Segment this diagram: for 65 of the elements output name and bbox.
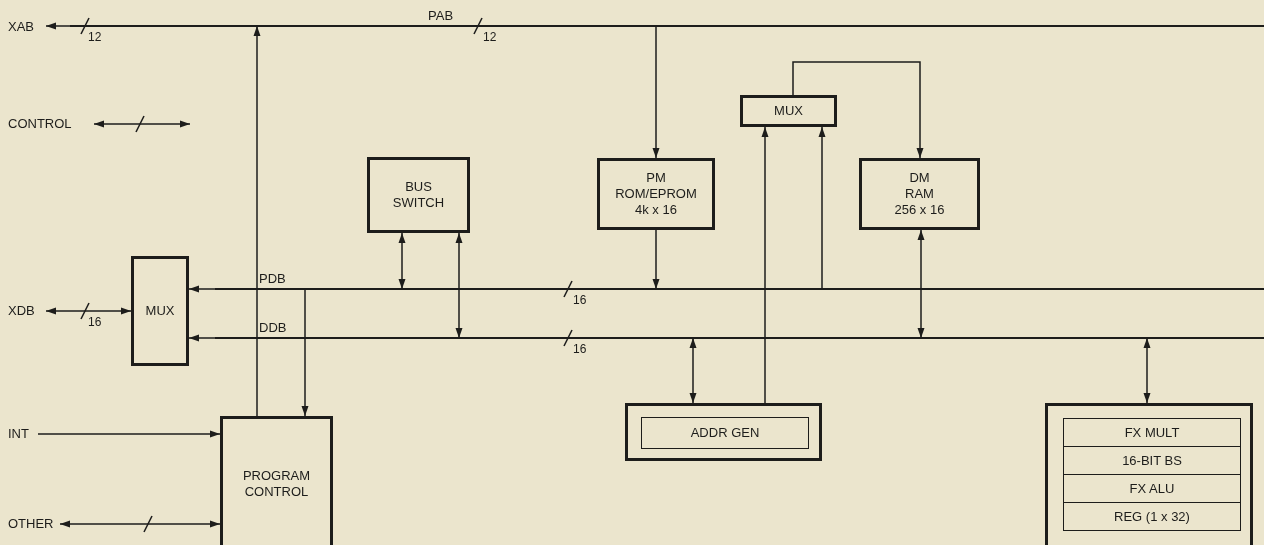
box-label: PROGRAM bbox=[242, 467, 311, 484]
arrow bbox=[689, 337, 697, 404]
block-box bbox=[597, 158, 715, 230]
arrow bbox=[188, 334, 216, 342]
box-label: FX MULT bbox=[1124, 424, 1180, 441]
bus-width-label: 12 bbox=[88, 30, 102, 44]
box-label: MUX bbox=[145, 303, 175, 319]
bus-label: PAB bbox=[428, 9, 454, 23]
box-label: ADDR GEN bbox=[690, 425, 760, 441]
bus-width-label: 12 bbox=[483, 30, 497, 44]
arrow bbox=[455, 232, 463, 339]
arrow bbox=[253, 25, 261, 417]
unit-row bbox=[1063, 502, 1241, 531]
bus-line bbox=[215, 288, 1264, 290]
arrow bbox=[652, 25, 660, 159]
block-box bbox=[740, 95, 837, 127]
signal-label: INT bbox=[8, 425, 38, 442]
arrow bbox=[917, 229, 925, 339]
arrow bbox=[652, 229, 660, 290]
bus-label: DDB bbox=[259, 321, 287, 335]
arrow bbox=[1143, 337, 1151, 404]
box-label: REG (1 x 32) bbox=[1114, 508, 1190, 525]
unit-row bbox=[1063, 474, 1241, 503]
bus-width-label: 16 bbox=[573, 293, 587, 307]
signal-label: OTHER bbox=[8, 515, 60, 532]
box-label: SWITCH bbox=[392, 195, 445, 211]
outer-block bbox=[1045, 403, 1253, 545]
arrow bbox=[301, 288, 309, 417]
unit-row bbox=[1063, 418, 1241, 447]
arrow bbox=[93, 120, 191, 128]
block-box bbox=[220, 416, 333, 545]
signal-label: XAB bbox=[8, 18, 46, 35]
box-label: MUX bbox=[774, 103, 803, 119]
outer-block bbox=[625, 403, 822, 461]
box-label: RAM bbox=[905, 186, 934, 202]
box-label: 4k x 16 bbox=[635, 202, 677, 218]
block-box bbox=[131, 256, 189, 366]
inner-block bbox=[641, 417, 809, 449]
block-box bbox=[367, 157, 470, 233]
arrow bbox=[45, 307, 132, 315]
bus-line bbox=[215, 337, 1264, 339]
bus-label: PDB bbox=[259, 272, 286, 286]
arrow bbox=[59, 520, 221, 528]
arrow bbox=[818, 126, 826, 290]
box-label: ROM/EPROM bbox=[615, 186, 697, 202]
arrow bbox=[188, 285, 216, 293]
bus-width-label: 16 bbox=[573, 342, 587, 356]
box-label: 16-BIT BS bbox=[1122, 452, 1182, 469]
arrow bbox=[45, 22, 71, 30]
box-label: FX ALU bbox=[1129, 480, 1175, 497]
box-label: PM bbox=[646, 170, 666, 186]
signal-label: XDB bbox=[8, 302, 46, 319]
arrow bbox=[398, 232, 406, 290]
box-label: DM bbox=[909, 170, 930, 186]
signal-label: CONTROL bbox=[8, 115, 94, 132]
unit-row bbox=[1063, 446, 1241, 475]
block-box bbox=[859, 158, 980, 230]
box-label: BUS bbox=[405, 179, 432, 195]
arrow bbox=[761, 126, 769, 404]
box-label: CONTROL bbox=[244, 483, 309, 500]
bus-line bbox=[70, 25, 1264, 27]
arrow bbox=[37, 430, 221, 438]
arrow bbox=[792, 61, 924, 159]
bus-width-label: 16 bbox=[88, 315, 102, 329]
box-label: 256 x 16 bbox=[894, 202, 945, 218]
